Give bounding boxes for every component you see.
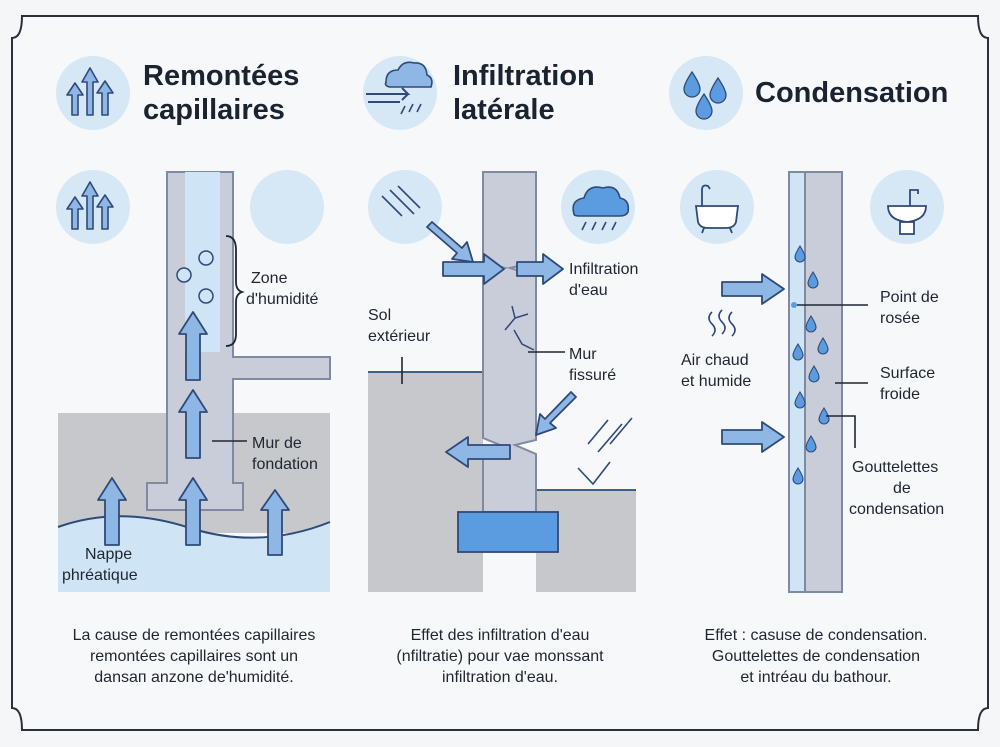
- panel-title: Remontées: [143, 60, 300, 92]
- rain-streaks-icon: [577, 417, 633, 486]
- rain-streaks-icon: [381, 185, 421, 217]
- panel-capillary: [56, 56, 331, 592]
- panel-infiltration: [363, 56, 636, 592]
- cloud-rain-wind-icon: [366, 61, 433, 115]
- label-nappe: phréatique: [62, 567, 138, 584]
- up-arrow: [260, 489, 290, 556]
- cracked-wall: [482, 171, 537, 513]
- caption-line: (nfiltratie) pour vae monssant: [396, 648, 604, 665]
- label-surface-froide: froide: [880, 386, 921, 403]
- leader-gout: [826, 415, 856, 448]
- panel-title: Condensation: [755, 77, 949, 109]
- up-arrow: [178, 311, 208, 381]
- warm-air-arrow: [721, 273, 785, 305]
- rain-streaks-icon-circle: [368, 170, 442, 244]
- diag-arrow: [426, 221, 474, 263]
- up-arrows-icon: [66, 67, 114, 116]
- label-point-rosee: Point de: [880, 289, 939, 306]
- zone-brace: [225, 235, 245, 347]
- soil-right: [536, 490, 636, 592]
- up-arrows-icon: [66, 181, 114, 230]
- panel-title: capillaires: [143, 94, 285, 126]
- header-icon-circle: [669, 56, 743, 130]
- diag-arrow: [535, 391, 577, 436]
- blank-icon-circle: [250, 170, 324, 244]
- label-mur-fondation: fondation: [252, 456, 318, 473]
- label-air-chaud: Air chaud: [681, 352, 749, 369]
- dew-point-marker: [791, 302, 797, 308]
- panel-condensation: [669, 56, 944, 593]
- label-infiltration: Infiltration: [569, 261, 639, 278]
- warm-air-arrow: [721, 421, 785, 453]
- caption-line: infiltration d'eau.: [441, 669, 558, 686]
- bathtub-icon: [694, 184, 740, 234]
- footing-water: [457, 511, 559, 553]
- caption-line: Effet des infiltration d'eau: [410, 627, 590, 644]
- label-sol: Sol: [368, 307, 392, 324]
- label-surface-froide: Surface: [880, 365, 936, 382]
- label-mur-fissure: fissuré: [569, 367, 617, 384]
- droplets-icon: [683, 70, 727, 120]
- cold-wall-film: [788, 171, 806, 593]
- caption-line: La cause de remontées capillaires: [72, 627, 316, 644]
- panel-title: Infiltration: [453, 60, 595, 92]
- label-nappe: Nappe: [85, 546, 133, 563]
- panel-title: latérale: [453, 94, 555, 126]
- label-zone: Zone: [251, 270, 288, 287]
- caption-line: et intréau du bathour.: [740, 669, 892, 686]
- exterior-soil: [368, 372, 483, 592]
- sink-icon: [887, 189, 927, 235]
- caption-line: Effet : casuse de condensation.: [704, 627, 928, 644]
- label-mur-fissure: Mur: [569, 346, 597, 363]
- label-air-chaud: et humide: [681, 373, 752, 390]
- bubble: [198, 250, 214, 266]
- caption-line: Gouttelettes de condensation: [711, 648, 921, 665]
- up-arrow: [97, 477, 127, 546]
- right-arrow: [516, 253, 564, 285]
- caption-line: remontées capillaires sont un: [89, 648, 299, 665]
- caption-line: dansaп anzone de'humidité.: [94, 669, 294, 686]
- rain-cloud-icon: [572, 186, 630, 231]
- steam-icon: [708, 309, 736, 337]
- condensation-droplets: [792, 244, 830, 485]
- label-point-rosee: rosée: [880, 310, 921, 327]
- label-infiltration: d'eau: [569, 282, 608, 299]
- bubble: [176, 267, 192, 283]
- label-mur-fondation: Mur de: [252, 435, 302, 452]
- label-gouttelettes: Gouttelettes: [852, 459, 939, 476]
- up-arrow: [178, 389, 208, 459]
- bubble: [198, 288, 214, 304]
- up-arrow: [178, 477, 208, 546]
- water-table: [58, 516, 330, 592]
- right-arrow: [442, 253, 505, 285]
- label-gouttelettes: de: [893, 480, 911, 497]
- cold-wall: [804, 171, 843, 593]
- crack: [504, 305, 535, 351]
- left-arrow: [445, 436, 511, 468]
- label-gouttelettes: condensation: [849, 501, 945, 518]
- label-sol: extérieur: [368, 328, 431, 345]
- label-zone: d'humidité: [246, 291, 319, 308]
